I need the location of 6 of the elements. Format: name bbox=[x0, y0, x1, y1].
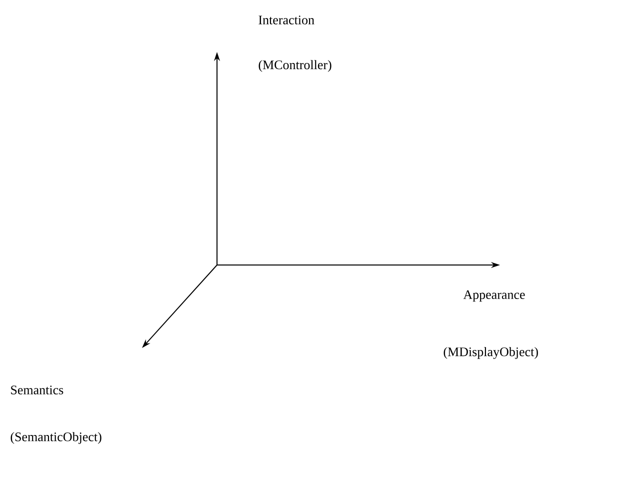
axis-label: Semantics bbox=[11, 386, 64, 394]
axis-label: (MDisplayObject) bbox=[444, 347, 538, 359]
axis-label: (MController) bbox=[258, 60, 332, 72]
axis-label: Appearance bbox=[463, 290, 525, 302]
axis-label: (SemanticObject) bbox=[10, 432, 102, 444]
axis-label: Interaction bbox=[258, 16, 314, 24]
